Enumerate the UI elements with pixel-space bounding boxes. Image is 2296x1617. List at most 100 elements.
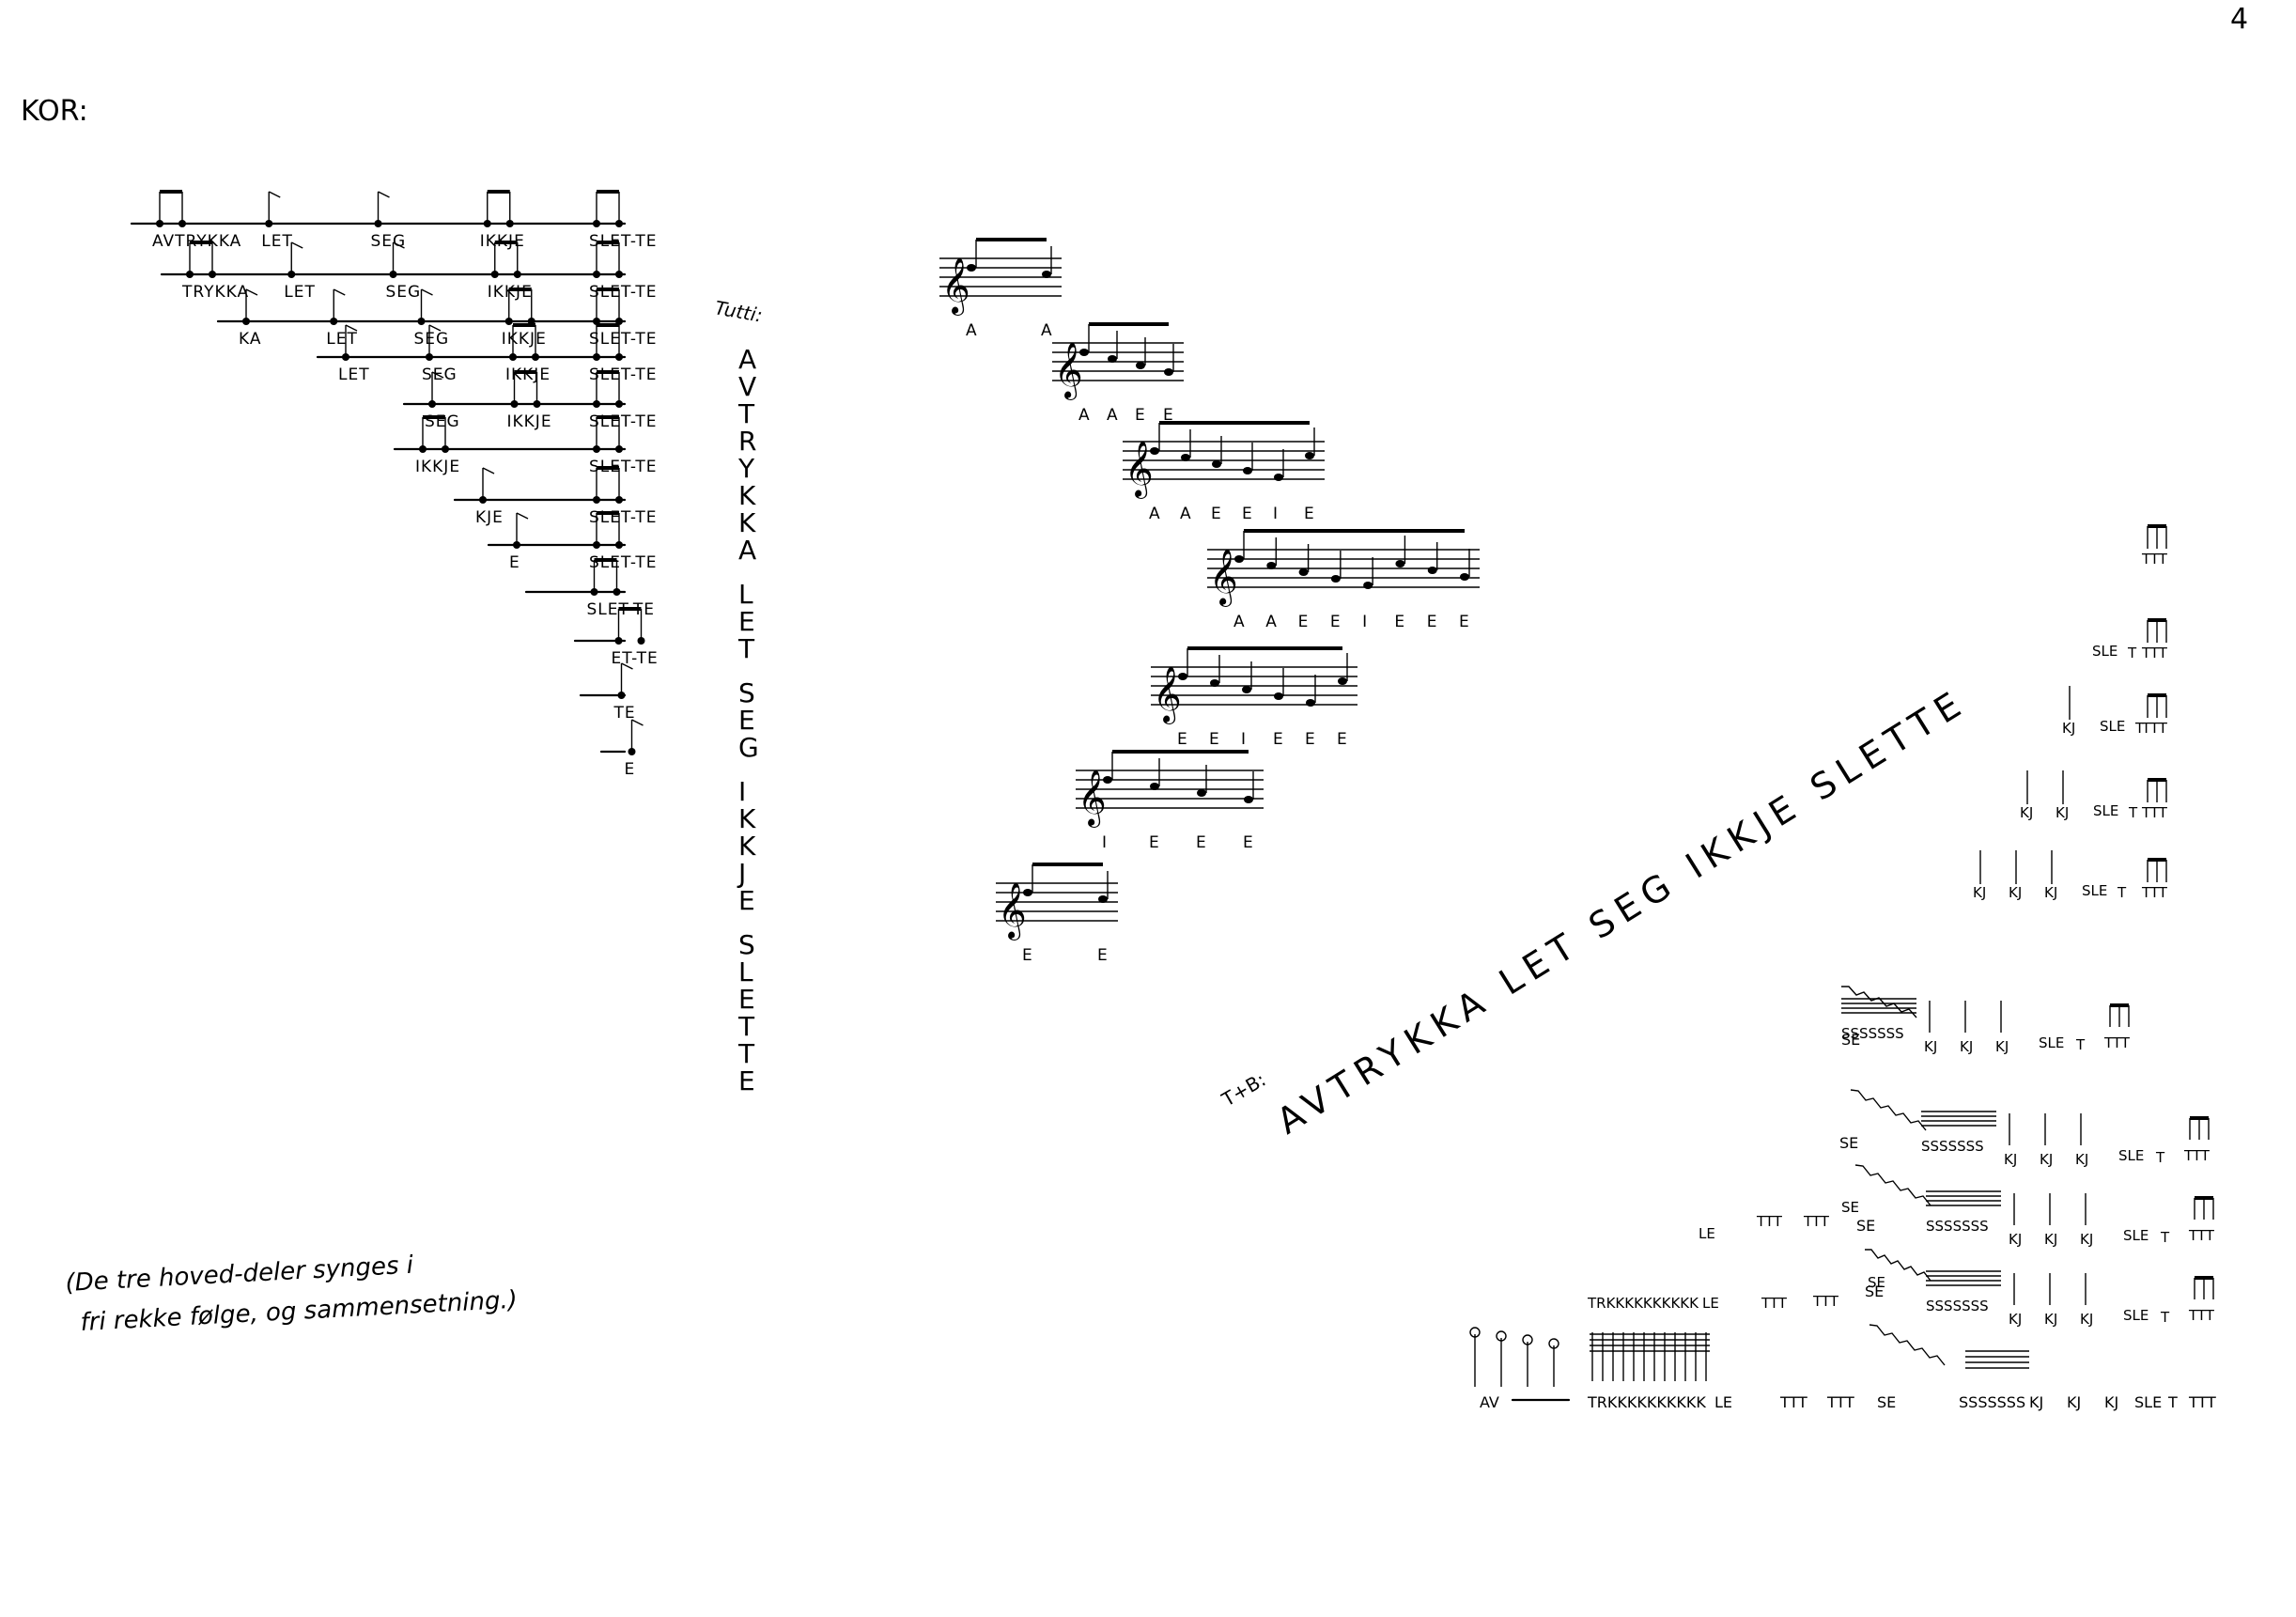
tb-sle: SLE [2100, 718, 2125, 735]
note-flag [268, 191, 281, 198]
note-flag [431, 371, 444, 379]
tb-se-label: SE [1865, 1283, 1884, 1300]
tb-syllable: AV [1480, 1393, 1499, 1411]
note-head [1338, 677, 1347, 685]
tb-sle: SLE [2093, 802, 2118, 819]
note-flag [428, 324, 442, 332]
kor-syllable: SEG [414, 330, 450, 349]
tb-se-label: SE [1856, 1217, 1875, 1235]
tb-mid-label: TRKKKKKKKKKK [1587, 1295, 1699, 1312]
tb-sle: SLE [2118, 1147, 2144, 1164]
tutti-letter: S [738, 929, 755, 960]
glissando-line [1850, 1089, 1927, 1131]
vowel-syllable: E [1427, 613, 1437, 631]
treble-clef-icon: 𝄞 [998, 882, 1027, 941]
tb-kj: KJ [2056, 804, 2069, 821]
tb-kj: KJ [1995, 1038, 2009, 1055]
note-head [1395, 560, 1405, 568]
tutti-letter: K [738, 507, 756, 538]
note-head [1042, 271, 1051, 278]
footnote-line-1: (De tre hoved-deler synges i [65, 1252, 415, 1298]
tb-mid-label: LE [1702, 1295, 1719, 1312]
tb-syllable: TTT [1779, 1393, 1807, 1411]
note-head [1150, 783, 1159, 790]
kor-syllable: TRYKKA [181, 283, 249, 302]
vowel-syllable: E [1394, 613, 1404, 631]
tb-sle: SLE [2123, 1307, 2149, 1324]
kor-syllable: SLET-TE [589, 330, 658, 349]
tb-kj: KJ [2020, 804, 2033, 821]
note-head [1305, 452, 1314, 459]
tutti-letter: I [738, 776, 746, 807]
tb-mid-label: LE [1699, 1225, 1715, 1242]
tb-t: T [2134, 720, 2145, 737]
tb-slanted-text: AVTRYKKA LET SEG IKKJE SLETTE [1269, 680, 1974, 1142]
note-head [1427, 567, 1437, 574]
treble-clef-icon: 𝄞 [1209, 549, 1238, 607]
kor-syllable: SEG [386, 283, 422, 302]
vowel-syllable: E [1298, 613, 1309, 631]
tb-syllable: TTT [2188, 1393, 2216, 1411]
tutti-letter: K [738, 480, 756, 511]
tb-kj: KJ [2009, 1231, 2022, 1248]
vowel-syllable: I [1362, 613, 1367, 631]
note-head [1079, 349, 1089, 356]
vowel-syllable: E [1305, 730, 1315, 749]
note-flag [378, 191, 390, 198]
tutti-letter: E [738, 885, 755, 916]
vowel-syllable: E [1177, 730, 1187, 749]
note-head [1098, 895, 1108, 903]
vowel-syllable: E [1242, 505, 1252, 523]
vowel-syllable: A [1265, 613, 1277, 631]
kor-syllable: LET [284, 283, 316, 302]
note-head [1274, 474, 1283, 481]
treble-clef-icon: 𝄞 [1054, 342, 1083, 400]
kor-syllable: E [509, 553, 520, 572]
tb-kj: KJ [1973, 884, 1986, 901]
tb-ttt: TTT [2141, 645, 2168, 661]
note-head [1266, 562, 1277, 569]
note-flag [245, 288, 258, 296]
note-flag [393, 241, 405, 249]
tutti-letter: J [737, 858, 746, 889]
tutti-letter: A [738, 535, 756, 566]
note-flag [333, 288, 346, 296]
kor-syllable: LET [261, 232, 293, 251]
note-flag [421, 288, 433, 296]
tutti-label: Tutti: [713, 296, 764, 326]
tb-ttt: TTT [2183, 1147, 2211, 1164]
note-head [1469, 1327, 1481, 1338]
av-figure [1469, 1327, 1559, 1387]
tb-ttt: TTT [2141, 884, 2168, 901]
kor-syllable: KA [239, 330, 261, 349]
tb-t: T [2127, 645, 2137, 661]
tb-kj: KJ [2075, 1151, 2088, 1168]
kor-syllable: TE [613, 704, 636, 723]
tb-ttt: TTT [2103, 1034, 2131, 1051]
note-head [1330, 575, 1341, 583]
kor-syllable: IKKJE [502, 330, 547, 349]
vowel-syllable: E [1163, 406, 1173, 425]
vowel-syllable: A [966, 321, 977, 340]
tutti-letter: K [738, 831, 756, 862]
tb-t: T [2075, 1036, 2086, 1053]
note-head [1274, 692, 1283, 700]
tb-kj: KJ [2044, 1311, 2057, 1328]
tb-kj: KJ [2044, 884, 2057, 901]
treble-clef-icon: 𝄞 [941, 257, 970, 316]
kor-syllable: ET-TE [612, 649, 659, 668]
note-head [1242, 686, 1251, 693]
vowel-syllable: A [1233, 613, 1245, 631]
note-head [1108, 355, 1117, 363]
